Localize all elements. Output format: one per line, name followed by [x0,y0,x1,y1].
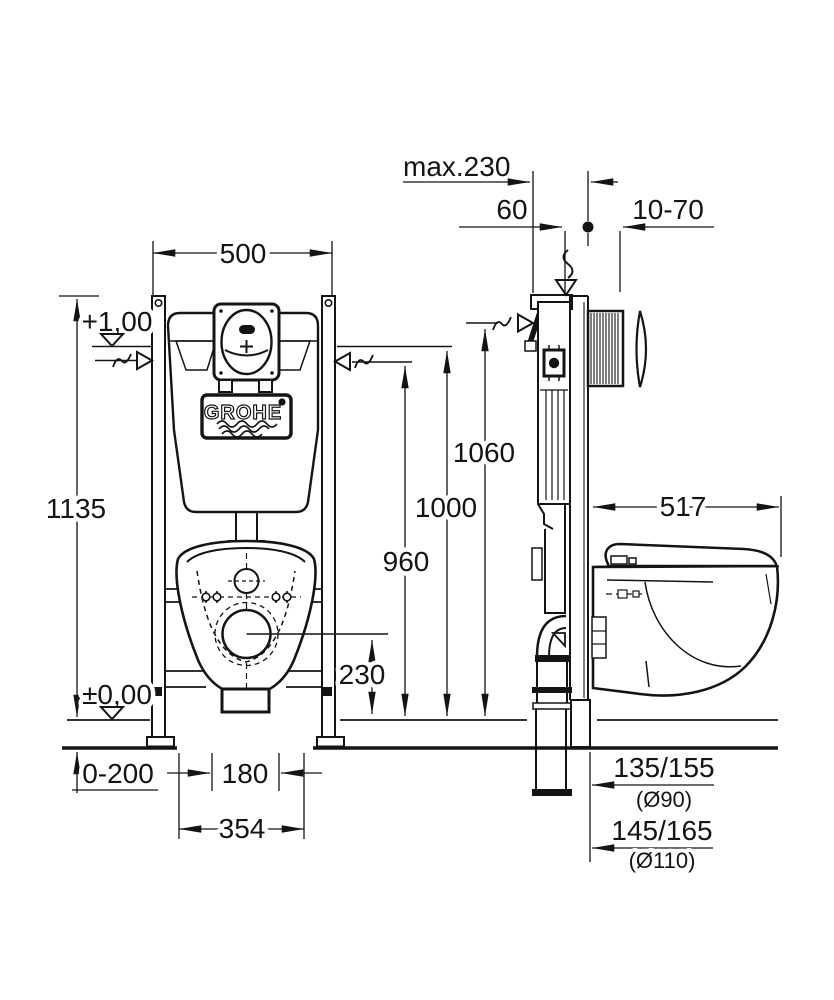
wall-break-right [332,351,412,372]
water-inlet-box [542,345,566,381]
side-view [466,249,780,796]
dim-label-230: 230 [339,659,386,690]
registered-mark-icon [278,398,286,406]
wall-break-side [466,312,536,334]
dim-label-1000: 1000 [415,492,477,523]
fixing-bolts [201,591,292,603]
dim-label-135-155: 135/155 [613,752,714,783]
frame-foot-side [570,699,591,748]
level-marker-top: +1,00 [77,302,157,348]
brand-logo-text: GROHE [204,402,282,424]
logo-wave-icon [216,420,278,428]
dim-floor-buildup: 0-200 [72,751,158,794]
level-triangle-icon [98,706,126,721]
supply-symbol [554,249,578,297]
dim-label-d90: (Ø90) [636,787,692,812]
flush-plate-front [212,302,281,393]
frame-rail-side [569,295,591,748]
dim-label-180: 180 [222,758,269,789]
dim-outlet-height: 230 [246,633,390,715]
level-label-zero: ±0,00 [82,679,152,710]
dim-label-0-200: 0-200 [82,758,154,789]
reference-dot-icon [582,221,594,233]
dim-label-517: 517 [660,491,707,522]
cistern-side [531,301,571,613]
drain-elbow [532,612,572,796]
dim-label-354: 354 [219,813,266,844]
dim-frame-width: 500 [152,234,333,295]
dim-label-10-70: 10-70 [632,194,704,225]
dim-label-60: 60 [496,194,527,225]
flush-unit-side [586,309,648,388]
dim-label-1060: 1060 [453,437,515,468]
level-triangle-icon [98,333,126,348]
dimensions: 500 1135 +1,00 ±0,00 230 [41,147,782,877]
wall-break-left [95,350,155,371]
level-label-plus100: +1,00 [82,306,153,337]
dim-outlet-offsets: 135/155 (Ø90) 145/165 (Ø110) [589,748,719,877]
dim-frame-height: 1135 [41,295,111,718]
frame-post-right [321,295,336,739]
seat-side [604,542,778,568]
dim-plate-width: 354 [178,753,305,849]
dim-bolt-spacing: 180 [167,753,322,794]
dim-label-max230: max.230 [403,151,510,182]
dim-label-1135: 1135 [46,493,106,524]
dim-bowl-depth: 517 [592,487,782,557]
flush-plate-side [635,310,648,388]
dim-top-depths: max.230 60 10-70 [399,147,714,296]
dim-heights: 960 1000 1060 [337,328,520,717]
frame-post-left [151,295,166,739]
dim-label-500: 500 [220,238,267,269]
bowl-pedestal [220,687,271,714]
bowl-side [591,542,780,697]
dim-label-960: 960 [383,546,430,577]
brand-plate: GROHE [200,393,293,440]
front-view: GROHE [95,295,412,749]
level-marker-floor: ±0,00 [78,675,156,721]
dim-label-d110: (Ø110) [629,848,696,873]
dim-label-145-165: 145/165 [611,815,712,846]
frame-feet [146,687,345,749]
